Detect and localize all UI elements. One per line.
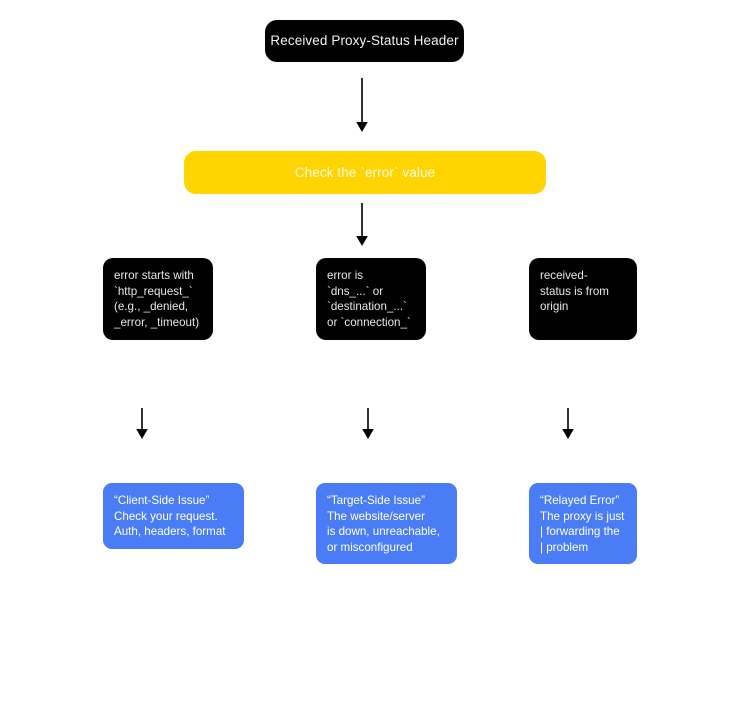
node-outcome-relayed-text: “Relayed Error” The proxy is just | forw… [540,494,625,554]
arrow-root-to-decision [352,78,372,134]
node-outcome-client-text: “Client-Side Issue” Check your request. … [114,494,226,538]
node-received-proxy-status-header[interactable]: Received Proxy-Status Header [265,20,464,62]
node-outcome-target-text: “Target-Side Issue” The website/server i… [327,494,440,554]
node-decision-label: Check the `error` value [294,164,436,180]
node-root-label: Received Proxy-Status Header [270,33,459,48]
node-condition-client[interactable]: error starts with `http_request_` (e.g.,… [103,258,213,340]
arrow-decision-to-conditions [352,203,372,249]
node-condition-relayed[interactable]: received- status is from origin [529,258,637,340]
node-check-error-value[interactable]: Check the `error` value [184,151,546,194]
arrow-condition-target-to-outcome [358,408,378,442]
node-condition-relayed-text: received- status is from origin [540,269,609,313]
arrow-condition-client-to-outcome [132,408,152,442]
node-outcome-target-side-issue[interactable]: “Target-Side Issue” The website/server i… [316,483,457,564]
node-condition-target-text: error is `dns_...` or `destination_...` … [327,269,411,329]
node-outcome-relayed-error[interactable]: “Relayed Error” The proxy is just | forw… [529,483,637,564]
node-outcome-client-side-issue[interactable]: “Client-Side Issue” Check your request. … [103,483,244,549]
node-condition-client-text: error starts with `http_request_` (e.g.,… [114,269,200,329]
node-condition-target[interactable]: error is `dns_...` or `destination_...` … [316,258,426,340]
arrow-condition-relayed-to-outcome [558,408,578,442]
